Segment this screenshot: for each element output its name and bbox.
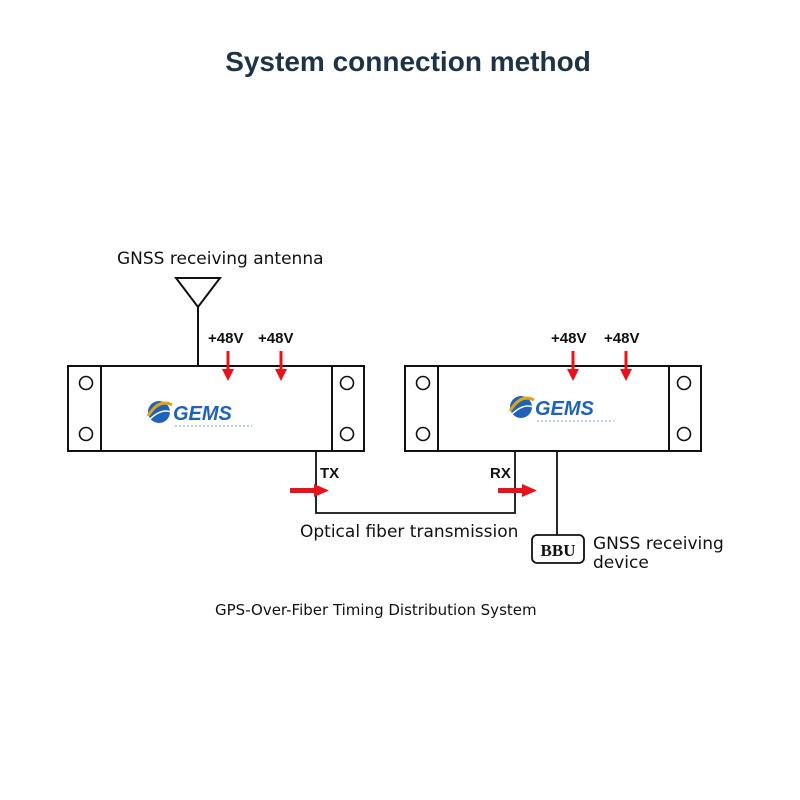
- left-unit: GEMS: [67, 365, 365, 452]
- antenna-icon: [173, 277, 223, 366]
- power-arrow-icon: [567, 351, 579, 381]
- voltage-label: +48V: [208, 330, 243, 347]
- bbu-device: BBU: [531, 534, 585, 564]
- power-arrow-icon: [620, 351, 632, 381]
- diagram-caption: GPS-Over-Fiber Timing Distribution Syste…: [215, 601, 537, 619]
- svg-text:GEMS: GEMS: [535, 398, 595, 420]
- voltage-label: +48V: [604, 330, 639, 347]
- mount-hole-icon: [676, 426, 692, 442]
- power-arrow-icon: [275, 351, 287, 381]
- device-label: device: [593, 553, 649, 573]
- gems-logo-icon: GEMS: [146, 401, 252, 427]
- tx-label: TX: [320, 465, 339, 482]
- rx-label: RX: [490, 465, 511, 482]
- page-title: System connection method: [225, 46, 591, 77]
- mount-hole-icon: [415, 426, 431, 442]
- mount-hole-icon: [339, 426, 355, 442]
- mount-hole-icon: [676, 375, 692, 391]
- fiber-label: Optical fiber transmission: [300, 522, 518, 542]
- power-arrow-icon: [222, 351, 234, 381]
- antenna-label: GNSS receiving antenna: [117, 249, 324, 269]
- mount-hole-icon: [78, 426, 94, 442]
- mount-hole-icon: [415, 375, 431, 391]
- right-unit: GEMS: [404, 365, 702, 452]
- mount-hole-icon: [339, 375, 355, 391]
- bbu-label: BBU: [541, 541, 576, 560]
- voltage-label: +48V: [551, 330, 586, 347]
- fiber-link: [315, 451, 516, 514]
- rx-arrow-icon: [498, 484, 537, 497]
- tx-arrow-icon: [290, 484, 329, 497]
- gems-logo-icon: GEMS: [508, 396, 614, 422]
- svg-text:GEMS: GEMS: [173, 403, 233, 425]
- device-label: GNSS receiving: [593, 534, 724, 554]
- mount-hole-icon: [78, 375, 94, 391]
- voltage-label: +48V: [258, 330, 293, 347]
